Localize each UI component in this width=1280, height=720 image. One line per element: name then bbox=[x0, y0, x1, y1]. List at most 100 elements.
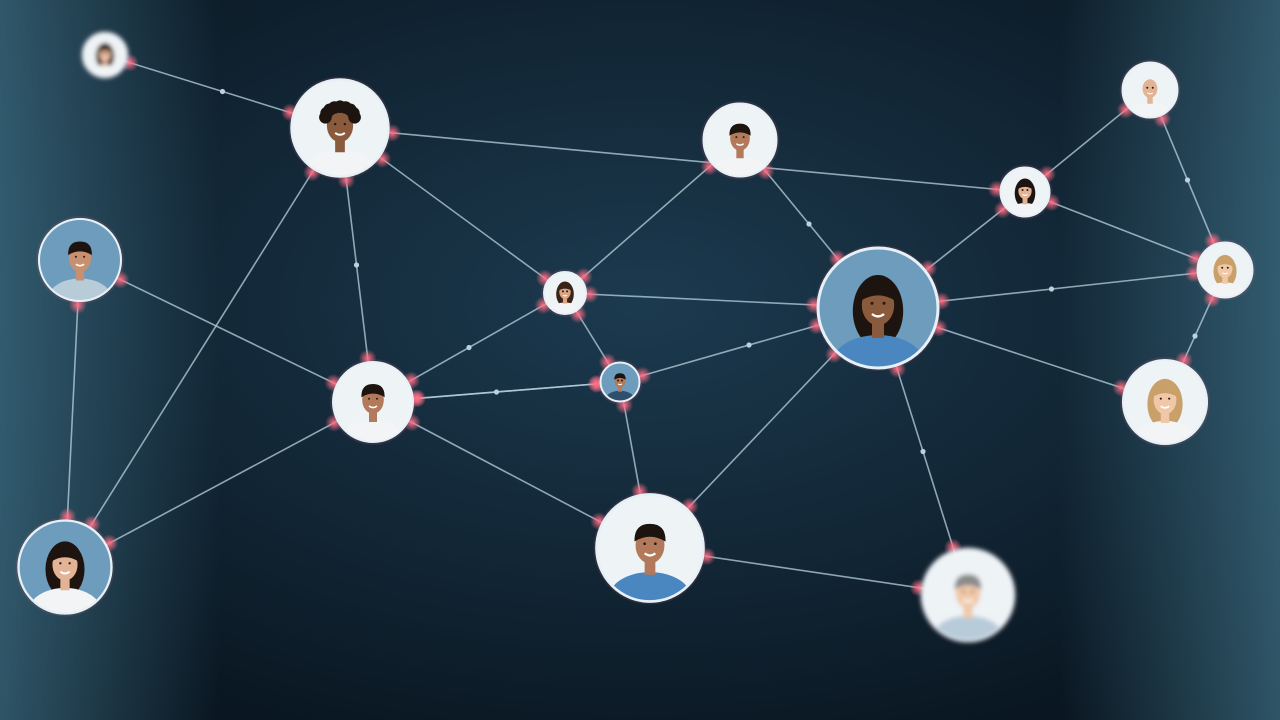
junction-dot bbox=[746, 342, 752, 348]
hair-top bbox=[1217, 257, 1233, 267]
neck bbox=[1222, 275, 1228, 284]
hair-top bbox=[558, 283, 572, 291]
neck bbox=[335, 137, 345, 153]
avatar-node bbox=[330, 359, 416, 445]
eye bbox=[1146, 86, 1149, 89]
eye bbox=[962, 590, 965, 593]
junction-dot bbox=[353, 262, 360, 268]
eye bbox=[1026, 189, 1029, 192]
eye bbox=[561, 290, 564, 293]
smile bbox=[735, 143, 745, 146]
shirt bbox=[1132, 420, 1198, 444]
eye bbox=[870, 301, 874, 305]
avatar-node bbox=[541, 269, 589, 317]
eye bbox=[617, 379, 620, 382]
avatar-node bbox=[815, 245, 941, 371]
avatar-ring bbox=[1196, 241, 1254, 299]
connection-line bbox=[64, 127, 341, 568]
smile bbox=[334, 132, 346, 136]
neck bbox=[736, 147, 744, 159]
junction-dot bbox=[1048, 286, 1055, 292]
hair-top bbox=[98, 45, 112, 53]
avatar-ring bbox=[702, 102, 778, 178]
eye bbox=[1021, 189, 1024, 192]
smile bbox=[1221, 272, 1229, 275]
eye bbox=[1226, 266, 1229, 269]
hair-top bbox=[1152, 383, 1178, 397]
hair-top bbox=[729, 123, 751, 136]
eye bbox=[83, 255, 86, 258]
shirt bbox=[87, 64, 123, 77]
connection-line bbox=[339, 127, 1026, 193]
avatar-node bbox=[997, 164, 1053, 220]
hair-top bbox=[1017, 180, 1033, 190]
avatar-node bbox=[597, 359, 643, 405]
avatar-ring bbox=[37, 217, 123, 303]
shirt bbox=[1203, 282, 1247, 298]
avatar-node bbox=[919, 546, 1017, 644]
hair-top bbox=[614, 373, 626, 380]
eye bbox=[1159, 397, 1162, 400]
neck bbox=[1022, 196, 1028, 205]
avatar-ring bbox=[595, 493, 705, 603]
face bbox=[326, 109, 354, 143]
avatar-ring bbox=[816, 246, 940, 370]
eye bbox=[68, 562, 71, 565]
avatar-node bbox=[80, 30, 130, 80]
avatar-node bbox=[1119, 59, 1181, 121]
eye bbox=[59, 562, 62, 565]
junction-dot bbox=[219, 88, 226, 95]
smile bbox=[1146, 92, 1154, 95]
avatar-node bbox=[1120, 357, 1210, 447]
avatar-ring bbox=[1121, 358, 1209, 446]
smile bbox=[59, 570, 71, 575]
shirt bbox=[48, 278, 112, 301]
neck bbox=[618, 385, 622, 392]
smile bbox=[962, 598, 974, 603]
neck bbox=[369, 410, 377, 422]
smile bbox=[75, 263, 85, 267]
smile bbox=[871, 313, 885, 318]
shirt bbox=[711, 156, 769, 177]
eye bbox=[654, 542, 657, 546]
shirt bbox=[341, 420, 405, 442]
teal-light-left bbox=[0, 0, 220, 720]
avatar-ring bbox=[332, 361, 414, 443]
avatar-ring bbox=[999, 166, 1051, 218]
avatar-ring bbox=[1121, 61, 1179, 119]
smile bbox=[617, 383, 623, 386]
junction-dot bbox=[1192, 333, 1198, 339]
hair-curl bbox=[348, 110, 361, 124]
smile bbox=[562, 294, 568, 297]
hair-top bbox=[954, 574, 982, 590]
neck bbox=[75, 268, 85, 281]
junction-dot bbox=[920, 448, 926, 455]
shirt bbox=[1005, 203, 1045, 217]
eye bbox=[971, 590, 974, 593]
eye bbox=[74, 255, 77, 258]
hair-top bbox=[68, 241, 92, 256]
connection-line bbox=[79, 259, 374, 403]
smile bbox=[1160, 405, 1170, 409]
eye bbox=[376, 397, 378, 400]
shirt bbox=[28, 587, 102, 614]
eye bbox=[1151, 86, 1154, 89]
avatar-node bbox=[593, 491, 707, 605]
eye bbox=[343, 122, 347, 126]
smile bbox=[1022, 194, 1028, 196]
avatar-ring bbox=[17, 519, 113, 615]
eye bbox=[1168, 397, 1171, 400]
eye bbox=[735, 136, 738, 139]
avatar-node bbox=[36, 216, 124, 304]
shirt bbox=[932, 615, 1004, 641]
shirt bbox=[831, 335, 925, 368]
avatar-ring bbox=[82, 32, 128, 78]
eye bbox=[1221, 266, 1224, 269]
neck bbox=[963, 604, 973, 618]
hair-top bbox=[51, 546, 79, 562]
shirt bbox=[548, 302, 582, 314]
hair-top bbox=[361, 384, 385, 398]
neck bbox=[1147, 95, 1153, 104]
avatar-node bbox=[1194, 239, 1256, 301]
eye bbox=[643, 542, 646, 546]
